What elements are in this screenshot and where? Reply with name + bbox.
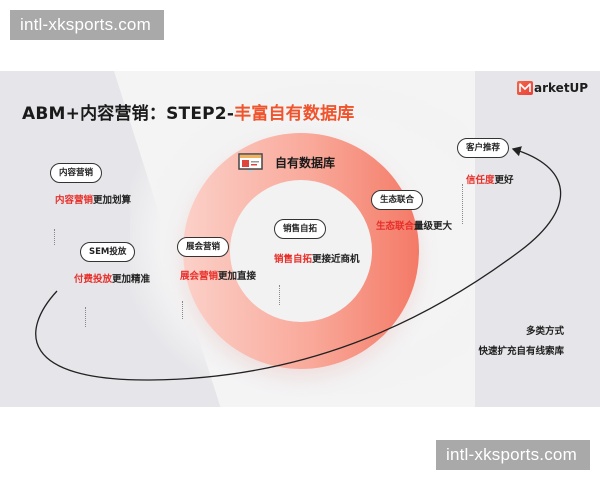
pill-content-marketing: 内容营销 [50,163,103,183]
caption-sales: 销售自拓更接近商机 [274,251,360,265]
caption-sem: 付费投放更加精准 [74,271,150,285]
caption-rest: 更加划算 [93,195,132,206]
note-line-1: 多类方式 [525,326,564,337]
logo-text: arketUP [534,81,589,95]
dotted-divider [279,285,280,305]
dotted-divider [462,184,463,224]
marketup-logo: arketUP [517,81,588,95]
dotted-divider [85,307,86,327]
caption-highlight: 付费投放 [74,274,113,285]
pill-sales: 销售自拓 [274,219,327,239]
pill-exhibition: 展会营销 [177,237,230,257]
pill-ecosystem: 生态联合 [371,190,424,210]
title-accent: 丰富自有数据库 [234,104,355,124]
watermark-top: intl-xksports.com [10,10,164,40]
caption-highlight: 展会营销 [180,271,219,282]
caption-referral: 信任度更好 [466,172,514,186]
dotted-divider [182,301,183,319]
pill-sem: SEM投放 [80,242,136,262]
caption-rest: 更加直接 [218,271,257,282]
database-screen-icon [238,153,263,172]
caption-rest: 更加精准 [112,274,151,285]
database-label: 自有数据库 [275,156,336,170]
dotted-divider [54,229,55,245]
database-ring [183,133,419,369]
marketup-m-logo-icon [517,81,533,95]
caption-rest: 量级更大 [414,221,453,232]
caption-rest: 更接近商机 [312,254,360,265]
title-prefix: ABM+内容营销：STEP2- [22,104,235,124]
watermark-bottom: intl-xksports.com [436,440,590,470]
caption-highlight: 信任度 [466,175,495,186]
note-line-2: 快速扩充自有线索库 [478,346,564,357]
slide: ABM+内容营销：STEP2-丰富自有数据库 arketUP 自有数据库 内容营… [0,71,600,407]
caption-highlight: 内容营销 [55,195,94,206]
caption-highlight: 销售自拓 [274,254,313,265]
caption-rest: 更好 [494,175,514,186]
caption-content-marketing: 内容营销更加划算 [55,192,131,206]
caption-highlight: 生态联合 [376,221,415,232]
caption-ecosystem: 生态联合量级更大 [376,218,452,232]
caption-exhibition: 展会营销更加直接 [180,268,256,282]
pill-referral: 客户推荐 [457,138,510,158]
ring-center [230,180,372,322]
slide-title: ABM+内容营销：STEP2-丰富自有数据库 [22,99,354,124]
growth-curve-arrow [35,146,562,381]
